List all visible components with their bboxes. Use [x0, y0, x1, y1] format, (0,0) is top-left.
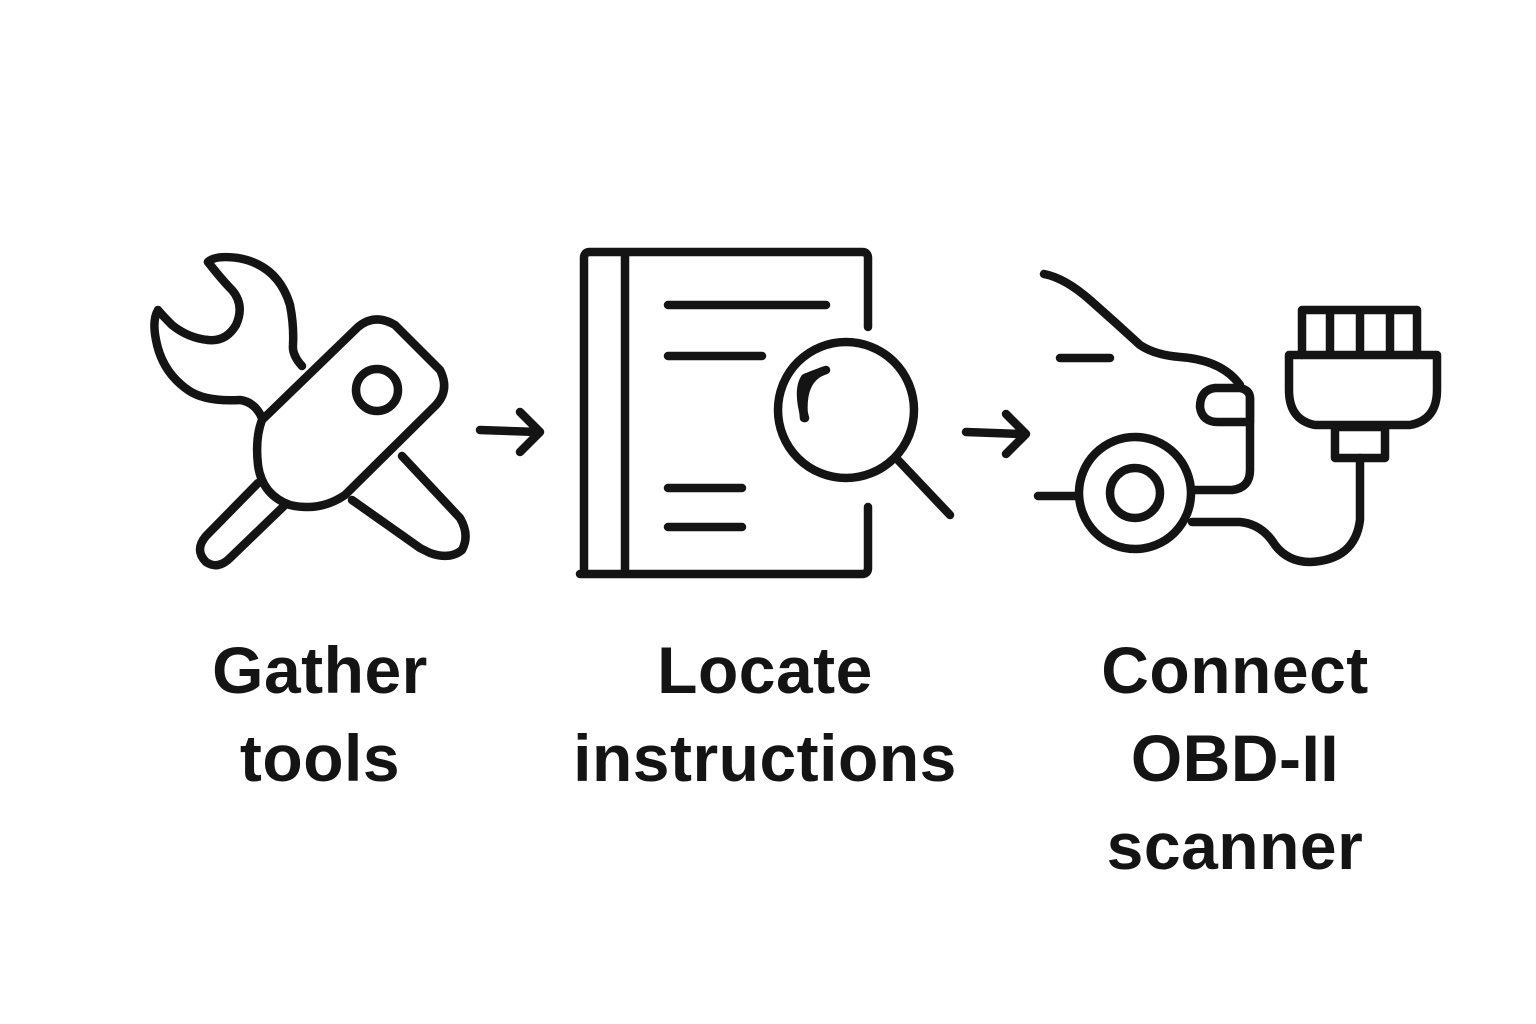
step-label-line: tools: [239, 721, 401, 795]
wrench-screwdriver-icon: [140, 240, 560, 590]
step-label-line: Gather: [212, 633, 428, 707]
step-label-line: OBD-II: [1130, 721, 1340, 795]
arrow-right-icon: [475, 405, 550, 457]
manual-magnifier-icon: [570, 240, 970, 585]
step-label-locate-instructions: Locate instructions: [530, 626, 1000, 802]
step-label-connect-obd-scanner: Connect OBD-II scanner: [1060, 626, 1410, 890]
step-label-line: Connect: [1101, 633, 1369, 707]
step-label-line: scanner: [1106, 809, 1364, 883]
step-label-line: instructions: [573, 721, 957, 795]
step-label-line: Locate: [657, 633, 873, 707]
car-obd-connector-icon: [1020, 260, 1460, 580]
step-label-gather-tools: Gather tools: [170, 626, 470, 802]
arrow-right-icon: [960, 405, 1035, 459]
